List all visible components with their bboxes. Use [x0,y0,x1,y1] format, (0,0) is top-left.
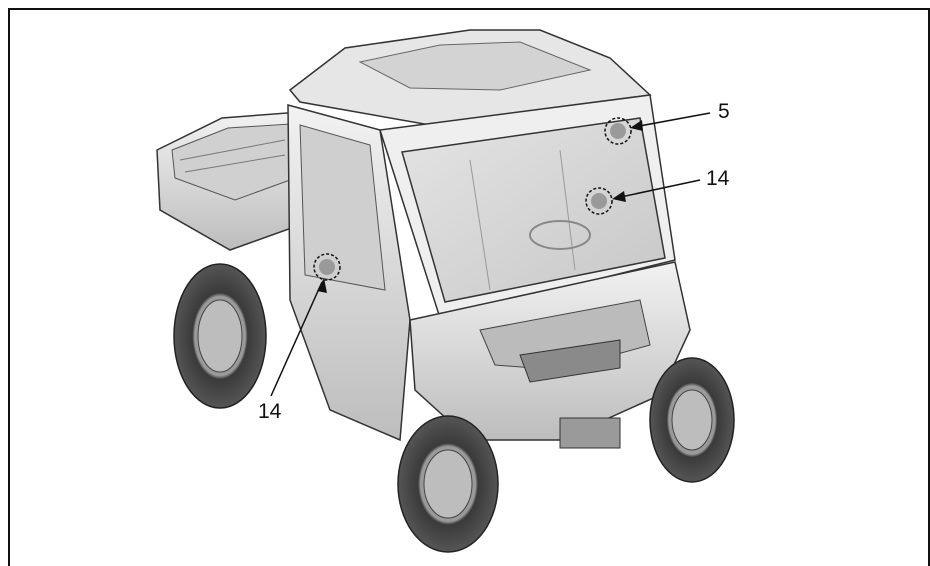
marker-14-windshield [585,187,613,215]
marker-5 [604,117,632,145]
callout-14-door: 14 [258,400,282,423]
front-hood [409,261,691,449]
front-right-wheel [649,357,735,483]
marker-14-door [313,253,341,281]
callout-14-windshield: 14 [706,167,730,190]
leader-14-windshield [612,179,701,202]
leader-14-door [270,278,327,397]
leader-5 [630,112,711,131]
callout-5: 5 [718,100,730,123]
windshield [401,117,666,303]
diagram-frame [8,8,930,566]
rear-wheel [173,263,267,409]
cargo-bed [156,111,301,251]
front-left-wheel [397,415,499,553]
